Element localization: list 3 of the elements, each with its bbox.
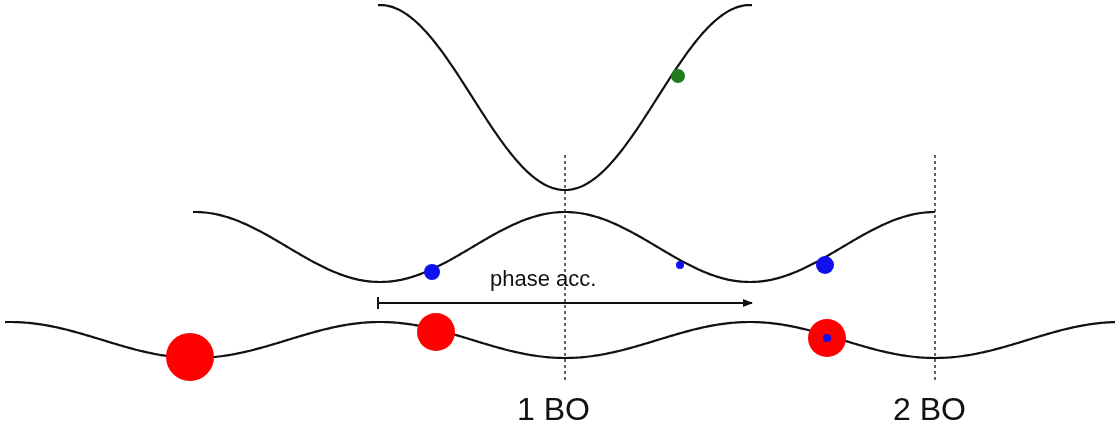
arrow-label: phase acc.: [490, 268, 597, 290]
axis-label: 2 BO: [893, 393, 966, 425]
axis-label: 1 BO: [517, 393, 590, 425]
